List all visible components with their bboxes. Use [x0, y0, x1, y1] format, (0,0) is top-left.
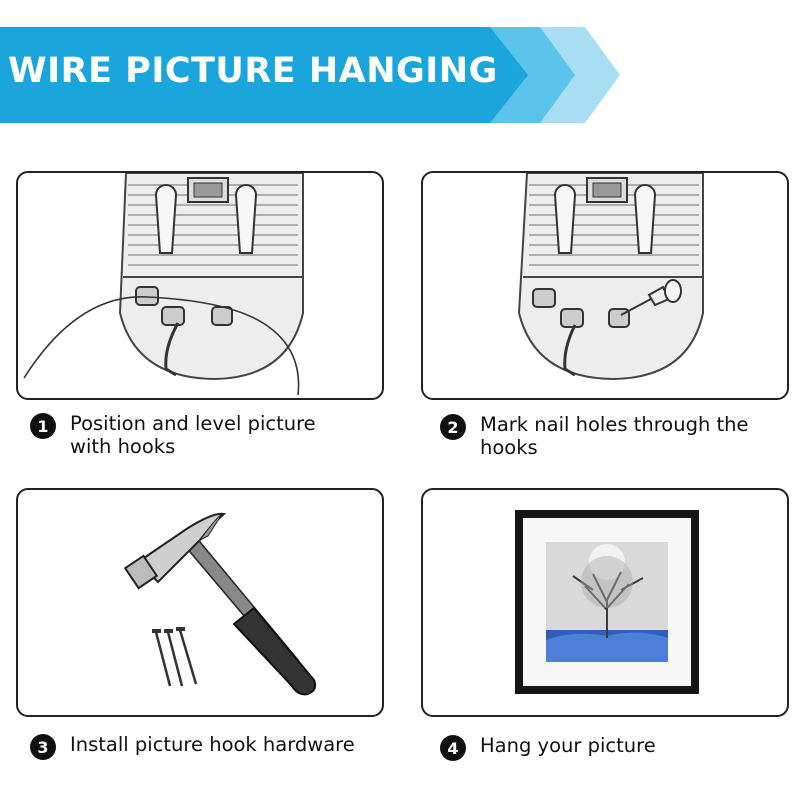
step-3-text: Install picture hook hardware: [70, 733, 355, 756]
step-2-panel: [421, 171, 789, 400]
step-1-panel: [16, 171, 384, 400]
step-4-number-badge: 4: [440, 735, 466, 761]
step-4-caption: 4 Hang your picture: [440, 734, 770, 761]
step-3-caption: 3 Install picture hook hardware: [30, 733, 360, 760]
hammer-and-nails-illustration: [123, 512, 317, 696]
hanger-with-wire-illustration: [23, 173, 304, 396]
step-3-number-badge: 3: [30, 734, 56, 760]
title-banner: WIRE PICTURE HANGING: [0, 0, 800, 140]
step-2-text: Mark nail holes through the hooks: [480, 413, 749, 459]
step-4-panel: [421, 488, 789, 717]
step-2-number-badge: 2: [440, 414, 466, 440]
step-3-panel: [16, 488, 384, 717]
step-2-caption: 2 Mark nail holes through the hooks: [440, 413, 770, 459]
step-1-number-badge: 1: [30, 413, 56, 439]
step-4-text: Hang your picture: [480, 734, 656, 757]
step-1-text: Position and level picture with hooks: [70, 412, 316, 458]
step-1-caption: 1 Position and level picture with hooks: [30, 412, 360, 458]
banner-chevron-shape: [0, 27, 620, 123]
framed-picture-illustration: [515, 510, 699, 694]
hanger-with-pushpin-illustration: [517, 173, 704, 381]
banner-title: WIRE PICTURE HANGING: [8, 51, 498, 91]
